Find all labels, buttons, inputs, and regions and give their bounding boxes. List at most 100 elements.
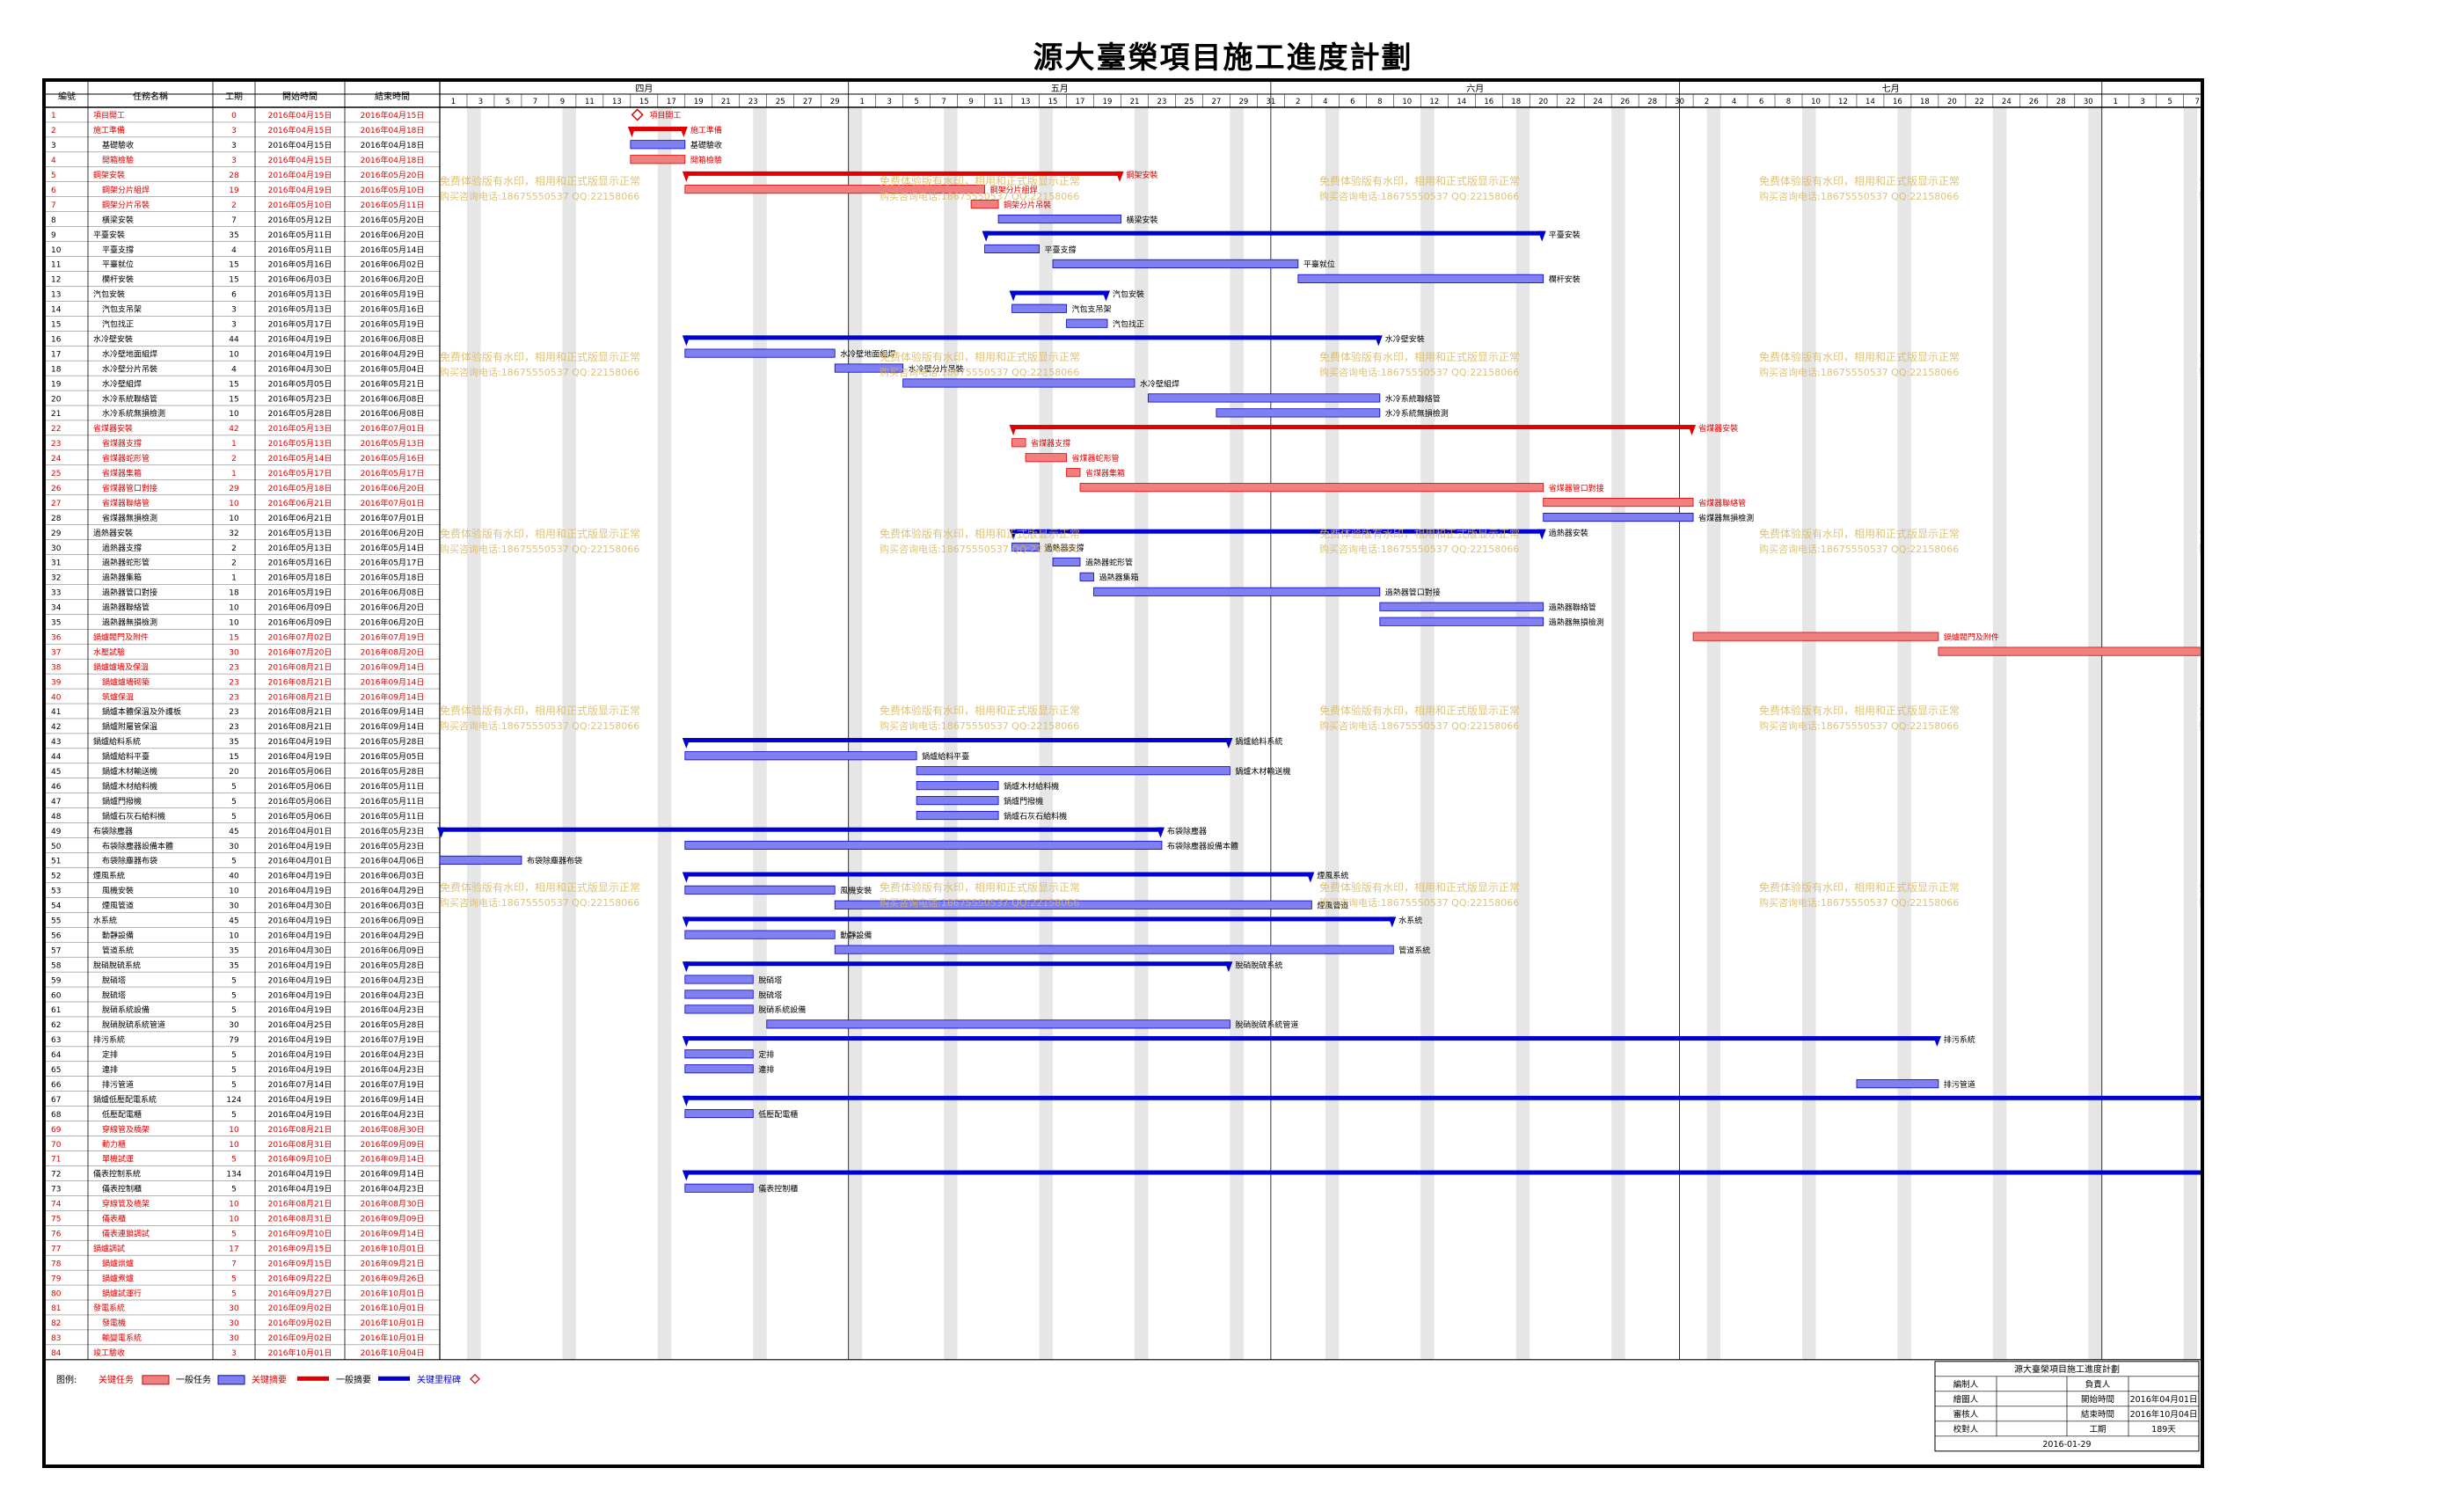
- task-id: 7: [51, 201, 56, 210]
- task-bar: [684, 1004, 754, 1014]
- summary-bar-cap: [682, 917, 690, 928]
- task-name: 省煤器管口對接: [102, 483, 157, 493]
- task-start: 2016年08月21日: [268, 661, 332, 672]
- task-bar: [684, 185, 986, 194]
- task-id: 21: [51, 410, 61, 419]
- task-start: 2016年04月01日: [268, 856, 332, 866]
- day-label: 14: [1457, 98, 1466, 106]
- task-start: 2016年05月13日: [268, 543, 332, 553]
- summary-bar-cap: [437, 827, 445, 838]
- task-bar: [1938, 646, 2201, 656]
- task-duration: 20: [229, 768, 239, 777]
- task-id: 50: [51, 843, 62, 851]
- task-name: 基礎驗收: [102, 140, 134, 150]
- task-duration: 10: [229, 1216, 239, 1224]
- task-duration: 30: [229, 648, 239, 657]
- task-start: 2016年05月17日: [268, 319, 332, 330]
- task-id: 81: [51, 1304, 61, 1313]
- task-id: 28: [51, 515, 62, 523]
- task-start: 2016年04月30日: [268, 945, 332, 955]
- task-name: 儀表控制櫃: [102, 1184, 142, 1194]
- task-id: 8: [51, 216, 56, 225]
- task-end: 2016年05月28日: [361, 960, 425, 970]
- task-name: 鍋爐本體保溫及外護板: [102, 706, 181, 717]
- bar-label: 省煤器無損檢測: [1698, 513, 1754, 523]
- task-start: 2016年08月21日: [268, 676, 332, 687]
- task-start: 2016年05月10日: [268, 200, 332, 210]
- task-start: 2016年05月13日: [268, 423, 332, 434]
- bar-label: 低壓配電櫃: [758, 1109, 798, 1120]
- summary-bar-cap: [679, 127, 688, 138]
- task-name: 水壓試驗: [93, 646, 125, 657]
- info-box-cell: 189天: [2151, 1425, 2176, 1435]
- day-label: 19: [1103, 98, 1113, 106]
- watermark-text: 免费体验版有水印，相用和正式版显示正常: [1759, 174, 1960, 187]
- task-duration: 42: [229, 425, 238, 434]
- task-start: 2016年08月21日: [268, 706, 332, 717]
- gantt-frame: 編號任務名稱工期開始時間結束時間四月五月六月七月八月九月十月1357911131…: [42, 78, 2204, 1468]
- task-bar: [916, 766, 1230, 776]
- summary-bar-cap: [1156, 827, 1165, 838]
- task-id: 43: [51, 738, 61, 747]
- summary-bar: [684, 961, 1230, 967]
- bar-label: 汽包支吊架: [1072, 304, 1112, 315]
- bar-label: 汽包安裝: [1113, 289, 1144, 300]
- task-end: 2016年04月23日: [361, 975, 425, 985]
- task-start: 2016年08月21日: [268, 691, 332, 702]
- task-end: 2016年04月23日: [361, 1184, 425, 1194]
- task-duration: 5: [231, 1051, 237, 1060]
- summary-bar: [1011, 529, 1544, 534]
- task-id: 32: [51, 574, 61, 583]
- watermark-text: 免费体验版有水印，相用和正式版显示正常: [2199, 174, 2201, 187]
- task-duration: 10: [229, 410, 239, 419]
- task-id: 61: [51, 1006, 61, 1015]
- weekend-band: [562, 107, 576, 1360]
- task-name: 水冷壁組焊: [102, 378, 142, 389]
- day-label: 13: [612, 98, 622, 106]
- task-id: 18: [51, 365, 62, 374]
- day-label: 22: [1975, 98, 1984, 106]
- task-name: 儀表控制系統: [93, 1169, 141, 1180]
- task-end: 2016年09月09日: [361, 1214, 425, 1224]
- bar-label: 定排: [758, 1049, 774, 1060]
- task-id: 30: [51, 544, 62, 553]
- task-bar: [1011, 542, 1040, 552]
- task-id: 52: [51, 873, 61, 881]
- watermark-text: 免费体验版有水印，相用和正式版显示正常: [880, 174, 1080, 187]
- info-box-cell: 繪圖人: [1953, 1394, 1979, 1405]
- task-end: 2016年06月08日: [361, 333, 425, 344]
- task-duration: 10: [229, 887, 239, 896]
- task-name: 汽包安裝: [93, 289, 125, 300]
- task-end: 2016年09月09日: [361, 1139, 425, 1150]
- task-id: 60: [51, 991, 62, 1000]
- task-start: 2016年09月02日: [268, 1318, 332, 1328]
- task-name: 鍋爐低壓配電系統: [93, 1094, 157, 1105]
- day-label: 7: [533, 98, 537, 106]
- task-start: 2016年05月13日: [268, 304, 332, 315]
- task-duration: 32: [229, 530, 238, 538]
- day-label: 16: [1893, 98, 1902, 106]
- day-label: 8: [1786, 98, 1791, 106]
- task-end: 2016年06月03日: [361, 901, 425, 911]
- task-id: 27: [51, 500, 61, 508]
- task-duration: 5: [231, 1066, 237, 1075]
- task-name: 鋼架分片吊裝: [102, 200, 150, 210]
- task-id: 57: [51, 946, 61, 955]
- task-duration: 19: [229, 186, 239, 195]
- watermark-text: 免费体验版有水印，相用和正式版显示正常: [1759, 527, 1960, 540]
- task-end: 2016年09月14日: [361, 676, 425, 687]
- task-start: 2016年04月15日: [268, 140, 332, 150]
- task-id: 31: [51, 559, 61, 568]
- task-duration: 23: [229, 708, 238, 717]
- task-end: 2016年09月14日: [361, 1094, 425, 1105]
- task-name: 脫硫塔: [102, 990, 126, 1000]
- task-end: 2016年07月01日: [361, 423, 425, 434]
- task-start: 2016年05月13日: [268, 289, 332, 300]
- task-duration: 30: [229, 1304, 239, 1313]
- day-label: 18: [1920, 98, 1930, 106]
- watermark-text: 免费体验版有水印，相用和正式版显示正常: [440, 174, 640, 187]
- day-label: 27: [1212, 98, 1222, 106]
- bar-label: 水冷系統聯絡管: [1385, 393, 1441, 404]
- day-label: 8: [1377, 98, 1382, 106]
- watermark-text: 免费体验版有水印，相用和正式版显示正常: [880, 880, 1080, 894]
